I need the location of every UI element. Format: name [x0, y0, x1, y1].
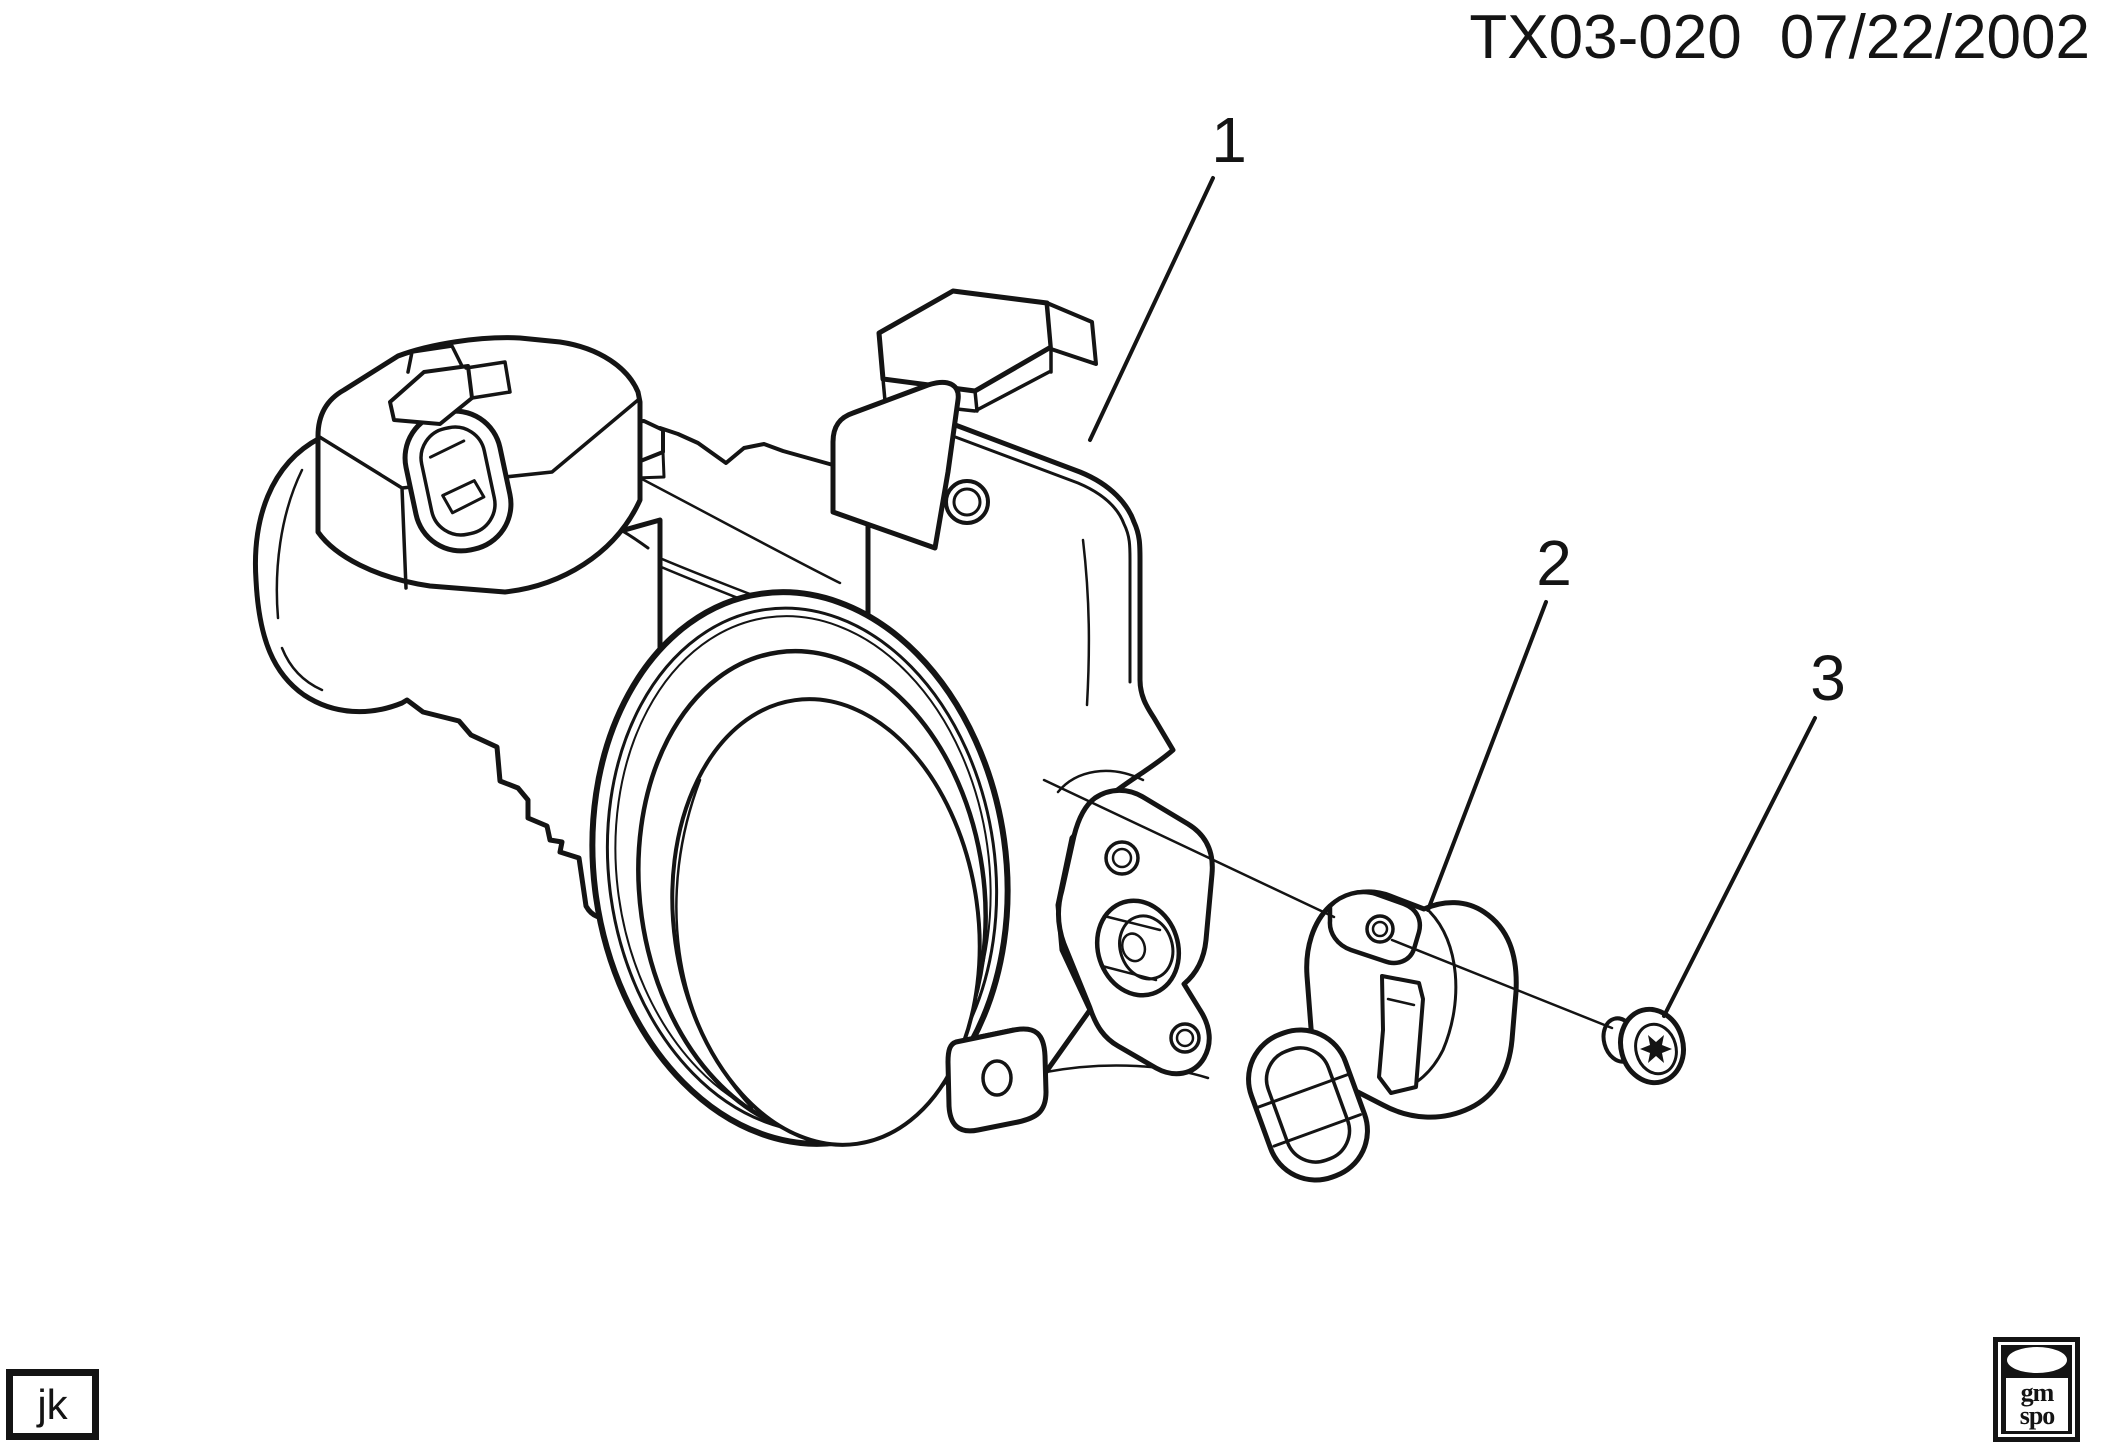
flange-bolt-hole-outer — [944, 479, 990, 525]
tps-mounting-hole-outer — [1365, 914, 1395, 944]
gmspo-logo-frame — [1998, 1342, 2075, 1437]
boss-to-plate-curve — [1056, 769, 1145, 794]
top-ridge-steps — [598, 426, 835, 467]
document-header: TX03-020 07/22/2002 — [1469, 2, 2090, 73]
motor-cap-arc — [275, 468, 304, 620]
gmspo-logo-ellipse — [2007, 1347, 2067, 1373]
flange-bolt-hole-inner — [952, 487, 982, 517]
tps-clip — [1377, 974, 1425, 1095]
callout-2: 2 — [1426, 527, 1572, 912]
assembly-axis-line-left — [1042, 778, 1336, 919]
callout-1-leader-line — [1088, 176, 1215, 442]
tps-connector-shroud — [1246, 1027, 1370, 1183]
callout-3-leader-line — [1662, 716, 1817, 1018]
tps-mounting-screw — [1601, 1006, 1686, 1086]
tps-clip-line — [1386, 997, 1416, 1007]
throttle-position-sensor — [1246, 889, 1519, 1183]
illustrator-initials: jk — [37, 1380, 68, 1428]
gmspo-logo: gm spo — [1993, 1337, 2080, 1442]
lower-bracket-bottom-edge — [831, 510, 937, 550]
illustrator-initials-box: jk — [6, 1369, 99, 1440]
upper-bracket-ear-top — [876, 288, 1054, 394]
callout-2-leader-line — [1426, 600, 1548, 912]
lower-bracket-block — [830, 379, 961, 551]
foot-to-boss-line — [1044, 1064, 1210, 1080]
mounting-foot — [945, 1026, 1049, 1134]
callout-1-label: 1 — [1211, 104, 1247, 176]
boss-screw-hole-top-outer — [1104, 840, 1140, 876]
callout-3-label: 3 — [1810, 642, 1846, 714]
callout-3: 3 — [1662, 642, 1846, 1018]
throttle-shaft-end — [1094, 898, 1182, 998]
mounting-foot-hole — [981, 1059, 1013, 1097]
gmspo-logo-line1: gm — [2020, 1377, 2055, 1407]
gmspo-logo-textbox: gm spo — [2006, 1378, 2068, 1431]
callout-1: 1 — [1088, 104, 1247, 442]
flange-face-line — [1081, 538, 1091, 707]
assembly-axis-line-right — [1390, 938, 1614, 1030]
gmspo-logo-line2: spo — [2019, 1400, 2056, 1430]
throttle-body — [252, 288, 1215, 1147]
callout-2-label: 2 — [1536, 527, 1572, 599]
boss-screw-hole-bottom-outer — [1169, 1022, 1201, 1054]
screw-head-inner — [1634, 1022, 1678, 1076]
tps-mounting-hole-inner — [1371, 920, 1389, 938]
document-date: 07/22/2002 — [1779, 3, 2090, 72]
screw-torx-recess — [1640, 1035, 1672, 1063]
motor-cap-arc2 — [280, 646, 324, 692]
upper-bracket-ear-step — [1045, 301, 1098, 366]
boss-screw-hole-top-inner — [1111, 847, 1133, 869]
top-face-fold-line — [638, 476, 842, 585]
document-number: TX03-020 — [1469, 3, 1742, 72]
mounting-flange-inner-edge — [900, 415, 1132, 684]
upper-bracket-ear-sides — [881, 347, 1053, 413]
boss-screw-hole-bottom-inner — [1175, 1028, 1195, 1048]
bore-opening — [670, 697, 982, 1147]
motor-connector-lock-tab-lip — [406, 344, 512, 400]
bore-inside-shading — [675, 778, 754, 1110]
shaft-flat-lines — [1100, 914, 1162, 982]
